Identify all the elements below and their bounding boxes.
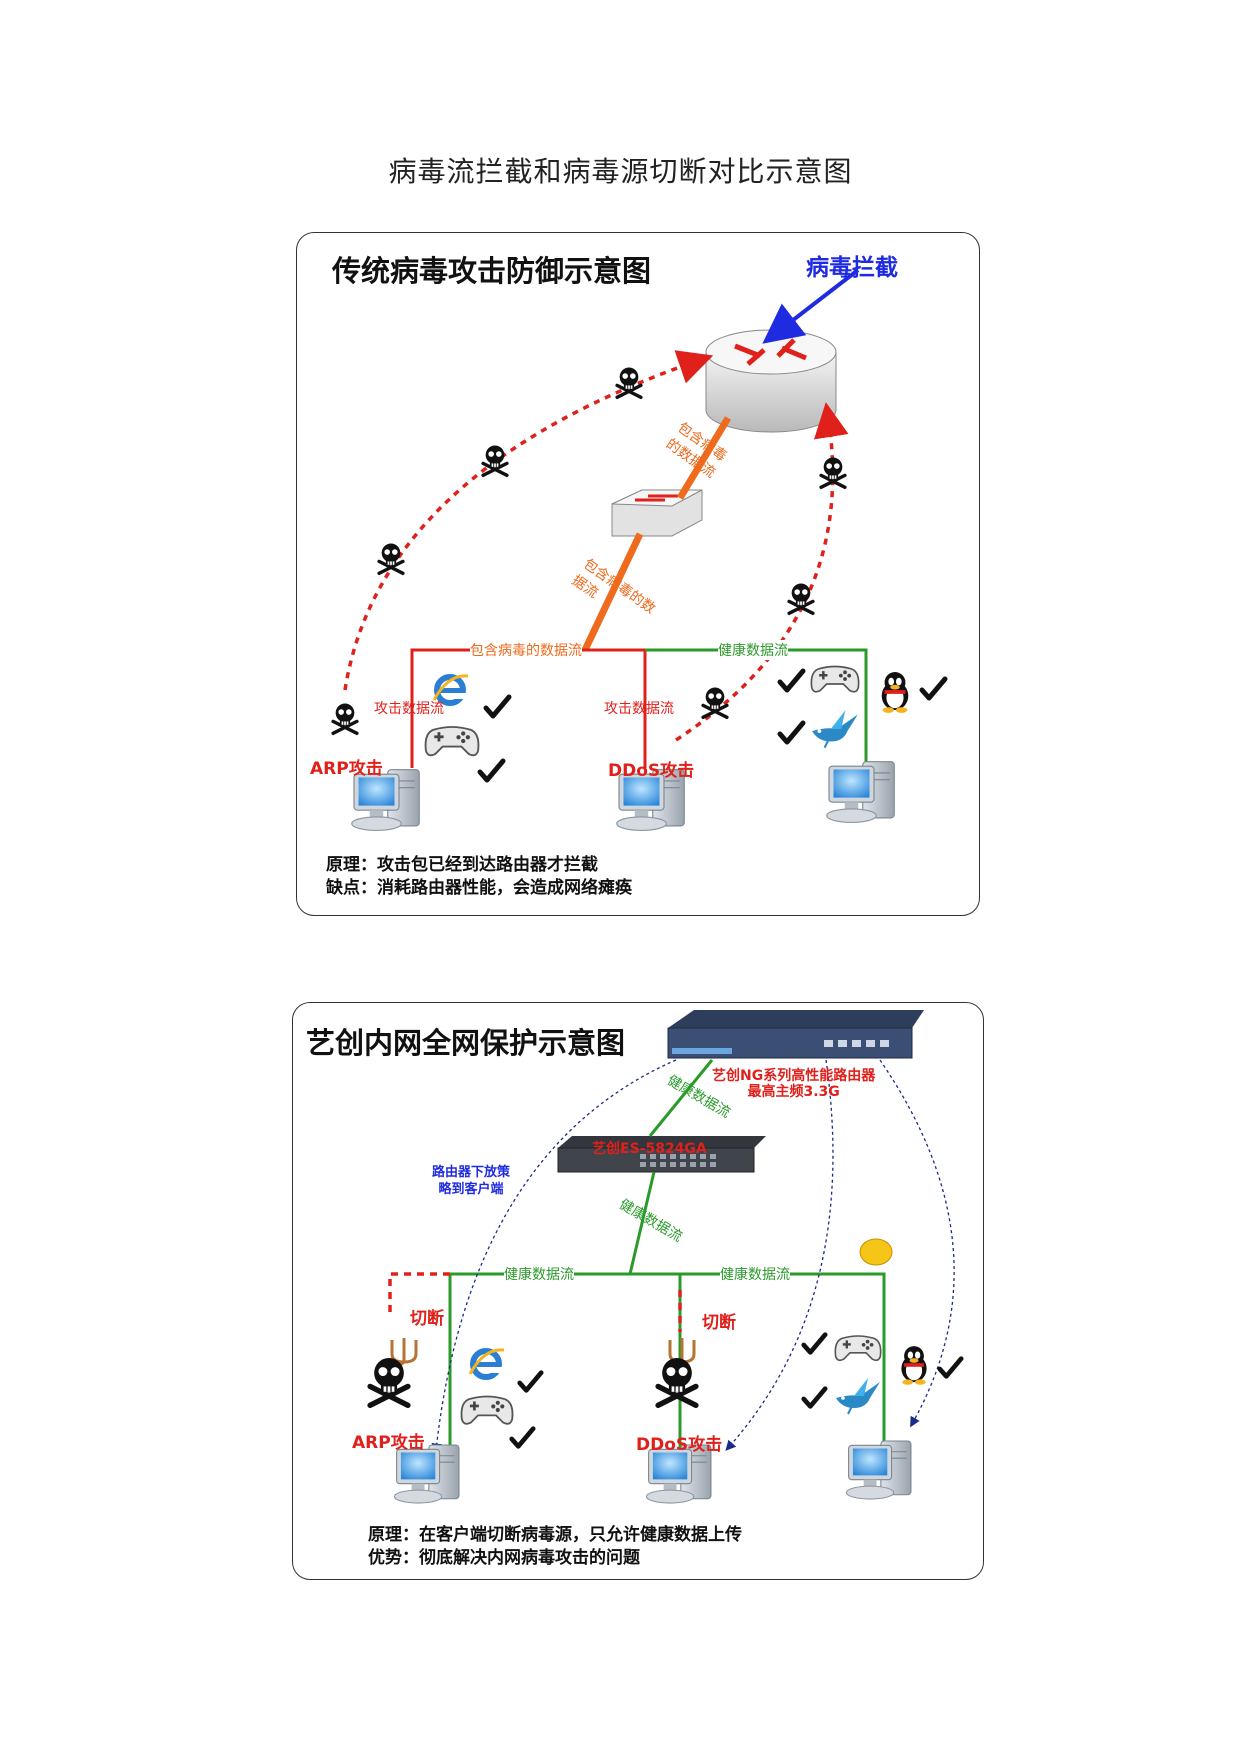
router-label: 艺创NG系列高性能路由器 最高主频3.3G	[712, 1068, 875, 1100]
checkmark-icon	[512, 1429, 533, 1447]
switch-icon	[557, 1136, 766, 1173]
policy-label: 路由器下放策 略到客户端	[432, 1164, 510, 1198]
bus-left-label: 健康数据流	[504, 1264, 574, 1284]
bus-left-label: 包含病毒的数据流	[470, 640, 582, 660]
attack-mid-label: 攻击数据流	[604, 701, 674, 717]
switch-label: 艺创ES-5824GA	[592, 1141, 707, 1157]
arp-attack-label: ARP攻击	[352, 1433, 425, 1453]
skull-icon	[658, 1358, 696, 1405]
principle-text: 原理：攻击包已经到达路由器才拦截	[326, 855, 598, 875]
bus-right-label: 健康数据流	[720, 1264, 790, 1284]
policy-label-line1: 路由器下放策	[432, 1165, 511, 1180]
bus-right-label: 健康数据流	[718, 640, 788, 660]
bird-app-icon	[835, 1377, 881, 1415]
panel2-notes: 原理：在客户端切断病毒源，只允许健康数据上传 优势：彻底解决内网病毒攻击的问题	[368, 1524, 742, 1570]
block-arrow	[762, 268, 860, 344]
checkmark-icon	[804, 1389, 825, 1407]
checkmark-icon	[804, 1335, 825, 1353]
router-icon	[667, 1010, 924, 1059]
gamepad-icon	[834, 1335, 882, 1362]
computer-icon	[393, 1444, 460, 1504]
ddos-attack-label: DDoS攻击	[636, 1435, 723, 1455]
panel1-title: 传统病毒攻击防御示意图	[332, 254, 652, 288]
policy-label-line2: 略到客户端	[438, 1182, 504, 1197]
arp-attack-label: ARP攻击	[310, 759, 383, 779]
attack-left-label: 攻击数据流	[374, 701, 444, 717]
page-title: 病毒流拦截和病毒源切断对比示意图	[388, 155, 853, 188]
checkmark-icon	[520, 1373, 541, 1391]
smiley-icon	[859, 1238, 893, 1266]
advantage-text: 优势：彻底解决内网病毒攻击的问题	[368, 1548, 640, 1568]
principle-text: 原理：在客户端切断病毒源，只允许健康数据上传	[368, 1525, 742, 1545]
router-label-line2: 最高主频3.3G	[747, 1084, 840, 1100]
gamepad-icon	[460, 1395, 514, 1425]
drawback-text: 缺点：消耗路由器性能，会造成网络瘫痪	[326, 878, 632, 898]
cut-left-label: 切断	[410, 1309, 444, 1329]
ddos-attack-label: DDoS攻击	[608, 761, 695, 781]
cut-mid-label: 切断	[702, 1313, 736, 1333]
computer-icon	[845, 1440, 912, 1500]
ie-icon	[470, 1350, 504, 1377]
qq-penguin-icon	[901, 1346, 927, 1385]
virus-block-label: 病毒拦截	[806, 255, 898, 281]
panel1-notes: 原理：攻击包已经到达路由器才拦截 缺点：消耗路由器性能，会造成网络瘫痪	[326, 854, 632, 900]
router-label-line1: 艺创NG系列高性能路由器	[712, 1068, 876, 1084]
panel2-title: 艺创内网全网保护示意图	[306, 1026, 626, 1060]
checkmark-icon	[940, 1359, 961, 1377]
